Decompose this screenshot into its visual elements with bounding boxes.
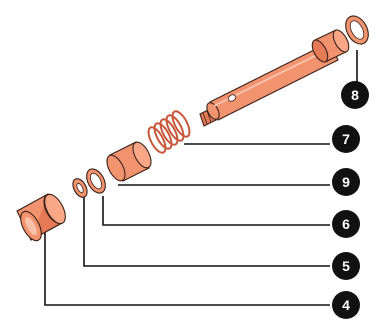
part-spring bbox=[147, 110, 191, 154]
part-shaft bbox=[199, 29, 350, 127]
part-end-clip bbox=[345, 15, 369, 45]
callout-6: 6 bbox=[332, 210, 360, 238]
callout-label-8: 8 bbox=[351, 87, 359, 103]
leader-lines bbox=[44, 50, 358, 306]
callout-label-9: 9 bbox=[342, 174, 350, 190]
callout-7: 7 bbox=[332, 125, 360, 153]
callout-label-6: 6 bbox=[342, 216, 350, 232]
leader-line-4 bbox=[44, 232, 330, 306]
callout-label-5: 5 bbox=[342, 258, 350, 274]
callout-4: 4 bbox=[332, 291, 360, 319]
callout-8: 8 bbox=[341, 81, 369, 109]
callout-label-4: 4 bbox=[342, 297, 350, 313]
part-washer-small bbox=[72, 178, 88, 198]
part-o-ring bbox=[86, 168, 106, 194]
callout-label-7: 7 bbox=[342, 131, 350, 147]
part-bushing-large bbox=[16, 193, 66, 242]
callout-5: 5 bbox=[332, 252, 360, 280]
callout-9: 9 bbox=[332, 168, 360, 196]
part-bushing-medium bbox=[106, 141, 152, 182]
leader-line-5 bbox=[83, 196, 330, 267]
leader-line-6 bbox=[102, 196, 330, 226]
